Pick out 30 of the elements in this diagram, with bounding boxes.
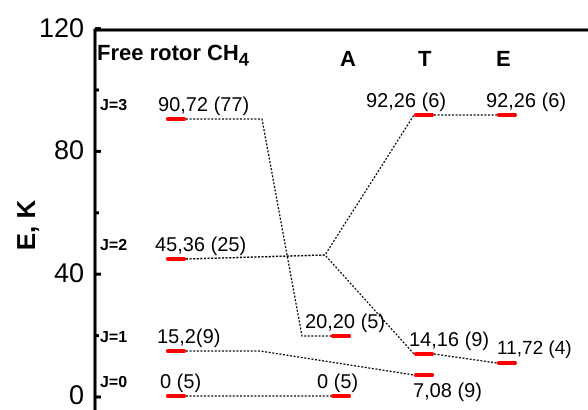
column-heading: T [418,48,432,70]
level-label: J=3 [100,97,128,115]
column-heading: E [496,48,511,70]
level-value: 0 (5) [317,372,358,392]
level-label: J=2 [100,237,128,255]
level-value: 14,16 (9) [409,330,490,350]
level-value: 45,36 (25) [155,235,246,255]
transition-line [186,395,331,397]
level-value: 20,20 (5) [305,312,386,332]
level-value: 92,26 (6) [366,91,446,111]
tick-label: 120 [38,15,84,42]
column-heading: Free rotor CH$_{4}$ [97,42,249,70]
transition-line [186,350,414,376]
axis-title: E, K [13,200,39,250]
level-value: 90,72 (77) [158,95,250,115]
transition-line [186,254,414,354]
tick-label: 80 [54,137,84,164]
level-value: 0 (5) [160,372,202,392]
transition-line [186,118,331,337]
level-value: 15,2(9) [157,327,220,347]
level-value: 11,72 (4) [497,339,572,359]
level-label: J=1 [100,329,128,347]
transition-line [434,114,497,116]
level-label: J=0 [100,374,128,392]
transition-line [434,353,498,364]
tick-label: 0 [68,382,84,409]
column-heading: A [340,48,356,70]
level-value: 7,08 (9) [413,381,482,401]
level-value: 92,26 (6) [486,91,566,111]
tick-label: 40 [54,260,84,287]
